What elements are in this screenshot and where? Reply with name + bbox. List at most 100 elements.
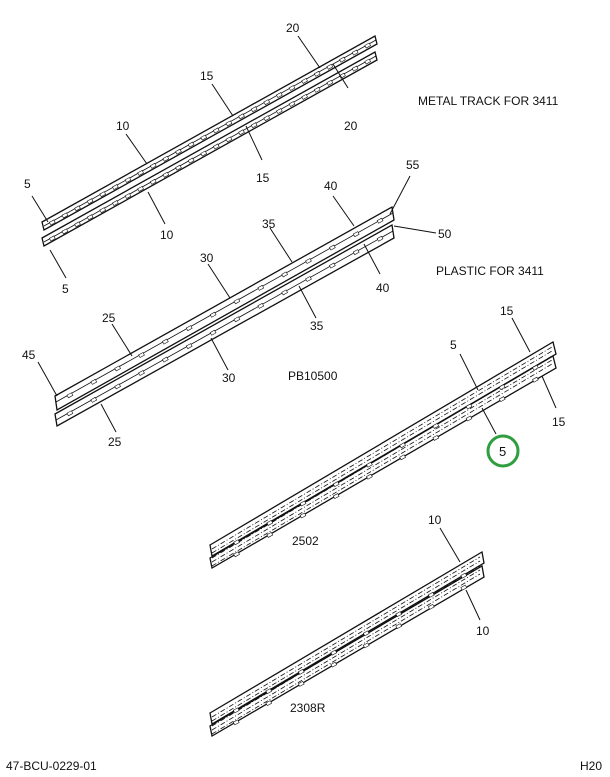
track-slot bbox=[366, 473, 373, 480]
track-slot bbox=[232, 707, 240, 714]
callout-10-2308r-top: 10 bbox=[428, 513, 442, 527]
track-slot bbox=[362, 642, 370, 649]
track-slot bbox=[112, 200, 119, 207]
track-slot bbox=[212, 127, 220, 134]
track-slot bbox=[74, 221, 81, 228]
track-slot bbox=[276, 92, 283, 99]
highlight-ring bbox=[486, 434, 520, 468]
track-slot bbox=[276, 108, 283, 115]
track-slot bbox=[281, 289, 288, 296]
track-slot bbox=[395, 623, 403, 630]
callout-20-top: 20 bbox=[286, 21, 300, 35]
track-slot bbox=[209, 329, 217, 336]
callout-25-lower: 25 bbox=[108, 435, 122, 449]
track-slot bbox=[364, 42, 372, 49]
track-slot bbox=[90, 378, 98, 385]
track-slot bbox=[460, 572, 468, 579]
track-slot bbox=[149, 162, 157, 169]
track-slot bbox=[281, 271, 288, 278]
track-slot bbox=[263, 99, 271, 106]
track-slot bbox=[114, 365, 121, 372]
track-slot bbox=[66, 410, 74, 417]
highlight-label: 5 bbox=[499, 444, 506, 459]
track-slot bbox=[86, 214, 94, 221]
dashed-track-line bbox=[211, 569, 481, 731]
track-slot bbox=[162, 356, 169, 363]
plastic-track-assembly bbox=[54, 205, 395, 428]
caption-2502: 2502 bbox=[292, 534, 319, 548]
track-slot bbox=[149, 178, 157, 185]
dashed-track-line bbox=[211, 359, 553, 563]
doc-number: 47-BCU-0229-01 bbox=[6, 759, 97, 773]
track-slot bbox=[257, 302, 265, 309]
track-slot bbox=[329, 244, 336, 251]
track-slot bbox=[366, 461, 373, 468]
track-slot bbox=[301, 77, 308, 84]
callout-5-pb: 5 bbox=[450, 338, 457, 352]
caption-pb10500: PB10500 bbox=[288, 369, 338, 383]
track-slot bbox=[48, 235, 56, 242]
dashed-track-line bbox=[211, 573, 481, 735]
track-slot bbox=[162, 171, 170, 178]
track-slot bbox=[250, 106, 258, 113]
track-slot bbox=[263, 115, 271, 122]
track-slot bbox=[209, 311, 217, 318]
callout-15-lower: 15 bbox=[256, 171, 270, 185]
track-slot bbox=[305, 276, 312, 282]
track-slot bbox=[364, 58, 372, 65]
track-slot bbox=[299, 512, 307, 519]
track-slot bbox=[124, 193, 132, 199]
track-slot bbox=[395, 611, 403, 618]
callout-30-lower: 30 bbox=[222, 371, 236, 385]
track-slot bbox=[175, 148, 182, 155]
track-slot bbox=[74, 205, 81, 212]
callout-15-upper: 15 bbox=[200, 69, 214, 83]
track-slot bbox=[233, 551, 240, 558]
callout-30-upper: 30 bbox=[200, 251, 214, 265]
highlighted-callout-5[interactable]: 5 bbox=[486, 434, 520, 468]
track-slot bbox=[233, 298, 241, 305]
dashed-track-line bbox=[211, 355, 553, 559]
track-slot bbox=[498, 396, 506, 403]
track-slot bbox=[339, 56, 346, 63]
track-slot bbox=[326, 79, 334, 86]
track-slot bbox=[233, 539, 240, 546]
track-slot bbox=[212, 143, 220, 150]
track-slot bbox=[137, 169, 144, 176]
track-slot bbox=[238, 129, 245, 136]
callout-40-upper: 40 bbox=[324, 179, 338, 193]
track-slot bbox=[460, 584, 468, 591]
track-slot bbox=[124, 177, 132, 183]
track-slot bbox=[288, 85, 296, 91]
track-slot bbox=[326, 63, 334, 70]
track-slot bbox=[305, 258, 312, 264]
track-slot bbox=[200, 150, 208, 157]
track-slot bbox=[362, 630, 370, 637]
track-slot bbox=[162, 338, 169, 345]
dashed-track-line bbox=[211, 346, 553, 550]
track-slot bbox=[266, 519, 274, 526]
track-slot bbox=[138, 352, 145, 358]
track-slot bbox=[330, 649, 338, 656]
track-slot bbox=[250, 122, 258, 129]
track-slot bbox=[99, 207, 107, 214]
dashed-track-line bbox=[211, 363, 553, 567]
track-slot bbox=[225, 136, 233, 143]
captions: METAL TRACK FOR 3411 PLASTIC FOR 3411 PB… bbox=[6, 94, 602, 773]
callout-10-2308r-bottom: 10 bbox=[476, 624, 490, 638]
track-slot bbox=[313, 86, 321, 93]
leader-lines bbox=[31, 35, 557, 621]
callout-35-lower: 35 bbox=[310, 319, 324, 333]
track-slot bbox=[200, 134, 208, 141]
track-slot bbox=[299, 500, 307, 507]
track-slot bbox=[427, 591, 435, 598]
dashed-track-line bbox=[211, 350, 553, 554]
track-slot bbox=[332, 481, 340, 488]
track-slot bbox=[351, 49, 359, 56]
track-slot bbox=[465, 415, 473, 422]
track-slot bbox=[352, 231, 360, 238]
callout-15-pb-top: 15 bbox=[500, 304, 514, 318]
track-slot bbox=[112, 184, 119, 191]
track-slot bbox=[48, 219, 56, 226]
track-slot bbox=[265, 688, 273, 695]
